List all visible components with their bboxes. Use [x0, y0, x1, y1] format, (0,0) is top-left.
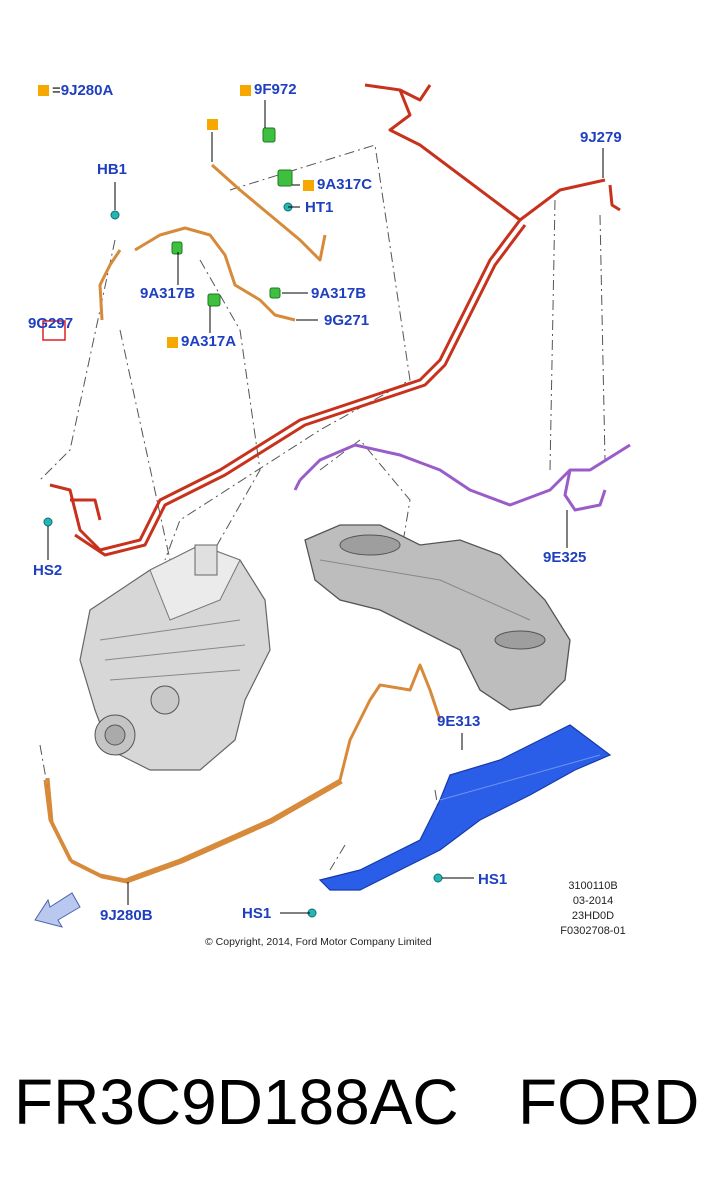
callout-9j280b: 9J280B — [100, 907, 153, 924]
meta-line-1: 3100110B — [568, 880, 618, 892]
highlight-box — [42, 320, 66, 341]
fasteners-teal — [43, 202, 443, 918]
callout-hb1: HB1 — [97, 161, 128, 178]
meta-line-2: 03-2014 — [572, 895, 614, 907]
square-9f972 — [240, 85, 251, 96]
legend-code: 9J280A — [60, 82, 114, 99]
callout-hs1-left: HS1 — [242, 905, 272, 922]
callout-9f972: 9F972 — [254, 81, 297, 98]
fuel-line-orange-lower — [43, 663, 442, 884]
legend-text: =9J280A — [52, 82, 113, 99]
square-9a317a — [167, 337, 178, 348]
drawing-meta: 3100110B 03-2014 23HD0D F0302708-01 — [548, 879, 638, 939]
meta-line-3: 23HD0D — [571, 910, 615, 922]
vapor-line-orange-upper — [98, 163, 327, 322]
fuel-line-shield — [318, 724, 612, 891]
callout-9a317c: 9A317C — [317, 176, 373, 193]
callout-9e313: 9E313 — [437, 713, 481, 730]
callout-9e325: 9E325 — [543, 549, 587, 566]
square-marker-upper — [207, 119, 218, 130]
callout-hs2: HS2 — [33, 562, 63, 579]
callout-9g271: 9G271 — [324, 312, 370, 329]
copyright-notice: © Copyright, 2014, Ford Motor Company Li… — [205, 936, 432, 948]
callout-leaders — [47, 100, 604, 914]
meta-line-4: F0302708-01 — [560, 925, 626, 937]
clips-green — [171, 127, 293, 307]
legend-equals: = — [52, 82, 61, 99]
callout-9a317b-right: 9A317B — [311, 285, 367, 302]
front-direction-arrow — [34, 892, 81, 928]
callout-ht1: HT1 — [305, 199, 334, 216]
callout-hs1-right: HS1 — [478, 871, 508, 888]
part-number: FR3C9D188AC — [14, 1066, 459, 1138]
fuel-tank — [304, 524, 571, 711]
callout-9a317b-left: 9A317B — [140, 285, 196, 302]
fuel-supply-line-red — [49, 83, 621, 557]
callout-9j279: 9J279 — [580, 129, 622, 146]
callout-9a317a: 9A317A — [181, 333, 237, 350]
callout-9g297: 9G297 — [28, 315, 74, 332]
fuel-line-diagram — [34, 83, 631, 928]
vent-line-purple — [293, 443, 631, 512]
square-9a317c — [303, 180, 314, 191]
legend-square — [38, 85, 49, 96]
brand-name: FORD — [518, 1066, 700, 1138]
engine-block — [79, 544, 271, 771]
